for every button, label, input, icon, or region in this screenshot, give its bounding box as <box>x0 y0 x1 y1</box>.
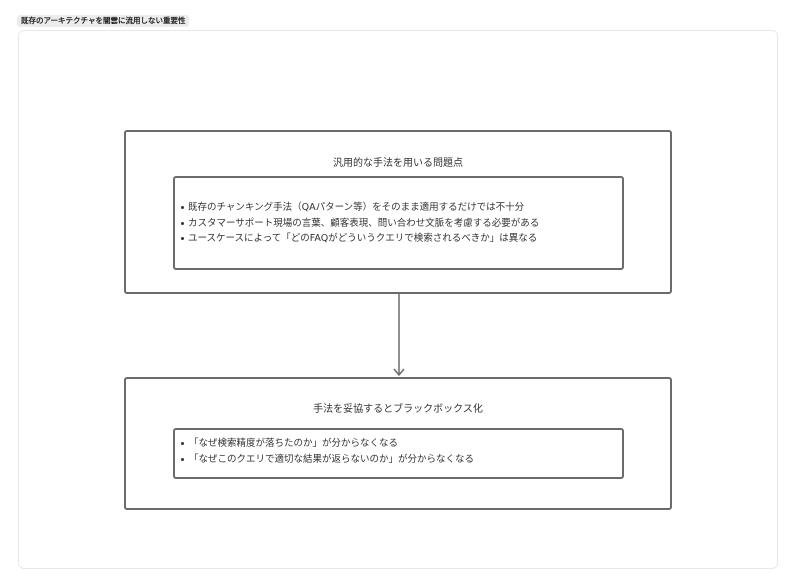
arrow-down-icon <box>393 294 405 377</box>
list-item: 既存のチャンキング手法（QAパターン等）をそのまま適用するだけでは不十分 <box>181 200 539 216</box>
bullet-icon <box>181 237 184 241</box>
blackbox-box-title: 手法を妥協するとブラックボックス化 <box>313 404 483 415</box>
bullet-icon <box>181 457 184 461</box>
problem-details-box: 既存のチャンキング手法（QAパターン等）をそのまま適用するだけでは不十分 カスタ… <box>173 176 624 270</box>
list-item-text: 「なぜこのクエリで適切な結果が返らないのか」が分からなくなる <box>189 453 475 465</box>
list-item: 「なぜ検索精度が落ちたのか」が分からなくなる <box>181 436 474 452</box>
problem-box: 汎用的な手法を用いる問題点 既存のチャンキング手法（QAパターン等）をそのまま適… <box>124 130 672 294</box>
list-item: 「なぜこのクエリで適切な結果が返らないのか」が分からなくなる <box>181 452 474 468</box>
list-item-text: 「なぜ検索精度が落ちたのか」が分からなくなる <box>189 438 399 449</box>
bullet-icon <box>181 206 184 210</box>
bullet-icon <box>181 221 184 225</box>
list-item: カスタマーサポート現場の言葉、顧客表現、問い合わせ文脈を考慮する必要がある <box>181 216 539 232</box>
list-item-text: ユースケースによって「どのFAQがどういうクエリで検索されるべきか」は異なる <box>188 233 538 244</box>
list-item: ユースケースによって「どのFAQがどういうクエリで検索されるべきか」は異なる <box>181 231 539 247</box>
bullet-icon <box>181 442 184 446</box>
blackbox-box: 手法を妥協するとブラックボックス化 「なぜ検索精度が落ちたのか」が分からなくなる… <box>124 377 672 510</box>
problem-list: 既存のチャンキング手法（QAパターン等）をそのまま適用するだけでは不十分 カスタ… <box>181 200 539 247</box>
list-item-text: カスタマーサポート現場の言葉、顧客表現、問い合わせ文脈を考慮する必要がある <box>188 217 540 229</box>
diagram-title: 既存のアーキテクチャを闇雲に流用しない重要性 <box>17 15 190 27</box>
problem-box-title: 汎用的な手法を用いる問題点 <box>333 158 463 169</box>
list-item-text: 既存のチャンキング手法（QAパターン等）をそのまま適用するだけでは不十分 <box>188 202 525 213</box>
blackbox-details-box: 「なぜ検索精度が落ちたのか」が分からなくなる 「なぜこのクエリで適切な結果が返ら… <box>173 428 624 479</box>
blackbox-list: 「なぜ検索精度が落ちたのか」が分からなくなる 「なぜこのクエリで適切な結果が返ら… <box>181 436 474 467</box>
